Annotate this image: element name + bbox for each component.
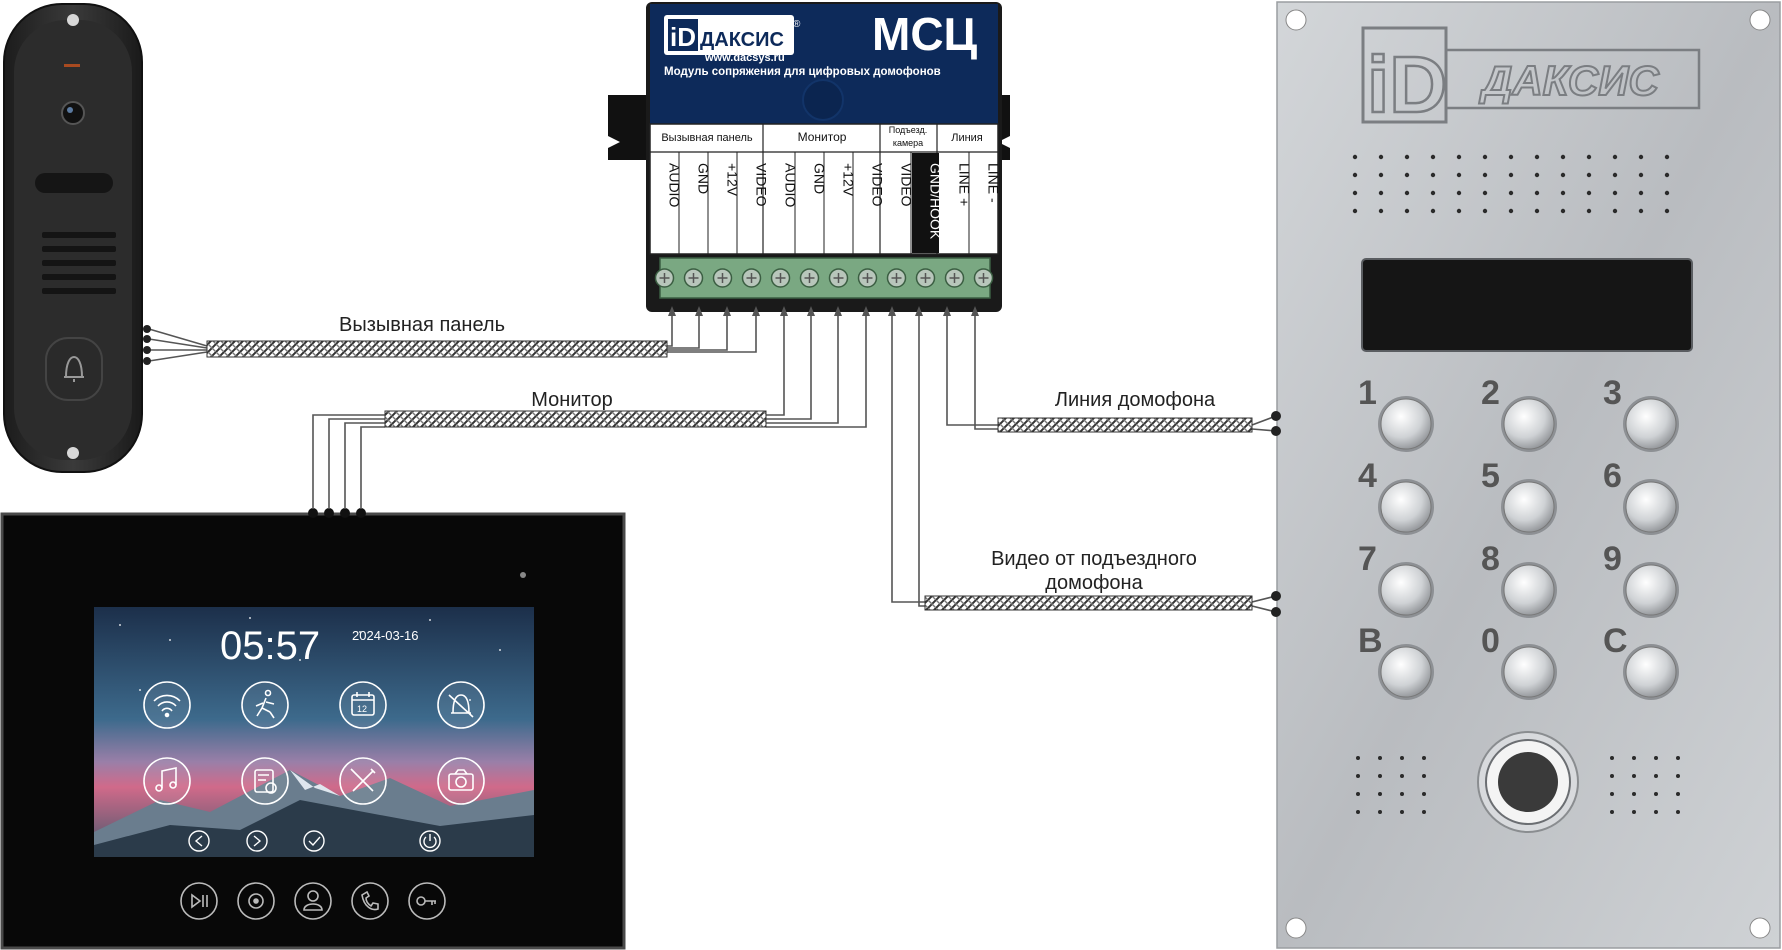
keypad-key-3[interactable]: 3	[1603, 374, 1679, 452]
keypad-key-label: 3	[1603, 374, 1622, 412]
module-logo: iD	[670, 22, 696, 52]
panel-logo: iD	[1367, 40, 1447, 129]
interface-module-msc: iD ДАКСИС ® МСЦ www.dacsys.ru Модуль соп…	[608, 2, 1010, 312]
mic-holes	[1356, 756, 1680, 814]
tools-icon[interactable]	[339, 757, 387, 805]
group-label-camera-line1: Подъезд.	[889, 125, 927, 135]
label-call-panel-cable: Вызывная панель	[339, 314, 505, 336]
terminal-label: AUDIO	[783, 163, 799, 207]
user-icon[interactable]	[294, 882, 332, 920]
terminal-label: +12V	[725, 163, 741, 197]
keypad-key-0[interactable]: 0	[1481, 622, 1557, 700]
cable-camera	[924, 595, 1253, 611]
label-monitor-cable: Монитор	[531, 389, 612, 411]
group-label-monitor: Монитор	[798, 130, 847, 144]
keypad-key-label: 2	[1481, 374, 1500, 412]
keypad-key-label: B	[1358, 622, 1383, 660]
keypad-key-C[interactable]: C	[1603, 622, 1679, 700]
keypad-key-label: 9	[1603, 540, 1622, 578]
terminal-label: LINE +	[957, 163, 973, 206]
keypad-key-label: 6	[1603, 457, 1622, 495]
module-brand: ДАКСИС	[700, 29, 784, 51]
keypad-key-label: 4	[1358, 457, 1377, 495]
unlock-key-icon[interactable]	[408, 882, 446, 920]
keypad-key-6[interactable]: 6	[1603, 457, 1679, 535]
call-panel-device	[3, 3, 143, 473]
camera-lens-icon	[61, 101, 85, 125]
keypad-key-label: 7	[1358, 540, 1377, 578]
keypad: 1 2 3 4 5 6 7 8 9B 0 C	[1358, 374, 1679, 700]
door-entry-panel: iD ДАКСИС 1 2 3 4 5 6 7 8 9B 0 C	[1271, 1, 1781, 949]
next-icon[interactable]	[246, 830, 268, 852]
settings-file-icon[interactable]	[241, 757, 289, 805]
terminal-label: GND	[696, 163, 712, 194]
module-url: www.dacsys.ru	[704, 52, 785, 64]
keypad-key-B[interactable]: B	[1358, 622, 1434, 700]
record-icon[interactable]	[237, 882, 275, 920]
camera-icon[interactable]	[437, 757, 485, 805]
screw-icon	[67, 447, 79, 459]
keypad-key-7[interactable]: 7	[1358, 540, 1434, 618]
wires	[148, 314, 1277, 613]
calendar-day: 12	[357, 704, 367, 714]
screw-icon	[67, 14, 79, 26]
keypad-key-label: C	[1603, 622, 1628, 660]
music-icon[interactable]	[143, 757, 191, 805]
keypad-key-4[interactable]: 4	[1358, 457, 1434, 535]
group-label-camera-line2: камера	[893, 138, 923, 148]
keypad-key-2[interactable]: 2	[1481, 374, 1557, 452]
keypad-key-label: 1	[1358, 374, 1377, 412]
group-label-call-panel: Вызывная панель	[661, 132, 753, 144]
play-pause-icon[interactable]	[180, 882, 218, 920]
terminal-label: VIDEO	[870, 163, 886, 207]
speaker-holes-top	[1352, 154, 1670, 214]
module-subtitle: Модуль сопряжения для цифровых домофонов	[664, 66, 941, 78]
prev-icon[interactable]	[188, 830, 210, 852]
group-label-line: Линия	[951, 132, 983, 144]
power-icon[interactable]	[419, 830, 441, 852]
key-reader[interactable]	[1498, 752, 1558, 812]
registered-mark: ®	[793, 19, 801, 30]
call-button[interactable]	[45, 337, 103, 401]
terminal-label: GND	[812, 163, 828, 194]
terminal-screws	[654, 268, 994, 288]
module-title: МСЦ	[872, 8, 978, 60]
wifi-icon[interactable]	[143, 681, 191, 729]
wire-arrowheads	[668, 306, 979, 316]
label-video-cable-1: Видео от подъездного	[991, 548, 1197, 570]
cable-call-panel	[206, 340, 668, 358]
label-line-cable: Линия домофона	[1055, 389, 1216, 411]
mute-icon[interactable]	[437, 681, 485, 729]
terminal-label: VIDEO	[754, 163, 770, 207]
keypad-key-label: 5	[1481, 457, 1500, 495]
keypad-key-1[interactable]: 1	[1358, 374, 1434, 452]
speaker-grille	[42, 232, 116, 294]
panel-display	[1361, 258, 1693, 352]
terminal-label: +12V	[841, 163, 857, 197]
cable-line	[997, 417, 1253, 433]
panel-brand: ДАКСИС	[1479, 57, 1659, 104]
screen-date: 2024-03-16	[352, 628, 419, 643]
terminal-label: GND/HOOK	[928, 163, 944, 240]
keypad-key-9[interactable]: 9	[1603, 540, 1679, 618]
cable-monitor	[384, 410, 767, 428]
phone-icon[interactable]	[351, 882, 389, 920]
terminal-label: LINE -	[986, 163, 1002, 203]
calendar-icon[interactable]	[339, 681, 387, 729]
keypad-key-label: 8	[1481, 540, 1500, 578]
keypad-key-5[interactable]: 5	[1481, 457, 1557, 535]
terminal-label: AUDIO	[667, 163, 683, 207]
motion-icon[interactable]	[241, 681, 289, 729]
label-video-cable-2: домофона	[1045, 572, 1143, 594]
bell-icon	[64, 355, 84, 382]
video-monitor: 05:57 2024-03-16 12	[0, 508, 626, 950]
keypad-key-8[interactable]: 8	[1481, 540, 1557, 618]
check-icon[interactable]	[303, 830, 325, 852]
keypad-key-label: 0	[1481, 622, 1500, 660]
screen-time: 05:57	[220, 624, 320, 668]
